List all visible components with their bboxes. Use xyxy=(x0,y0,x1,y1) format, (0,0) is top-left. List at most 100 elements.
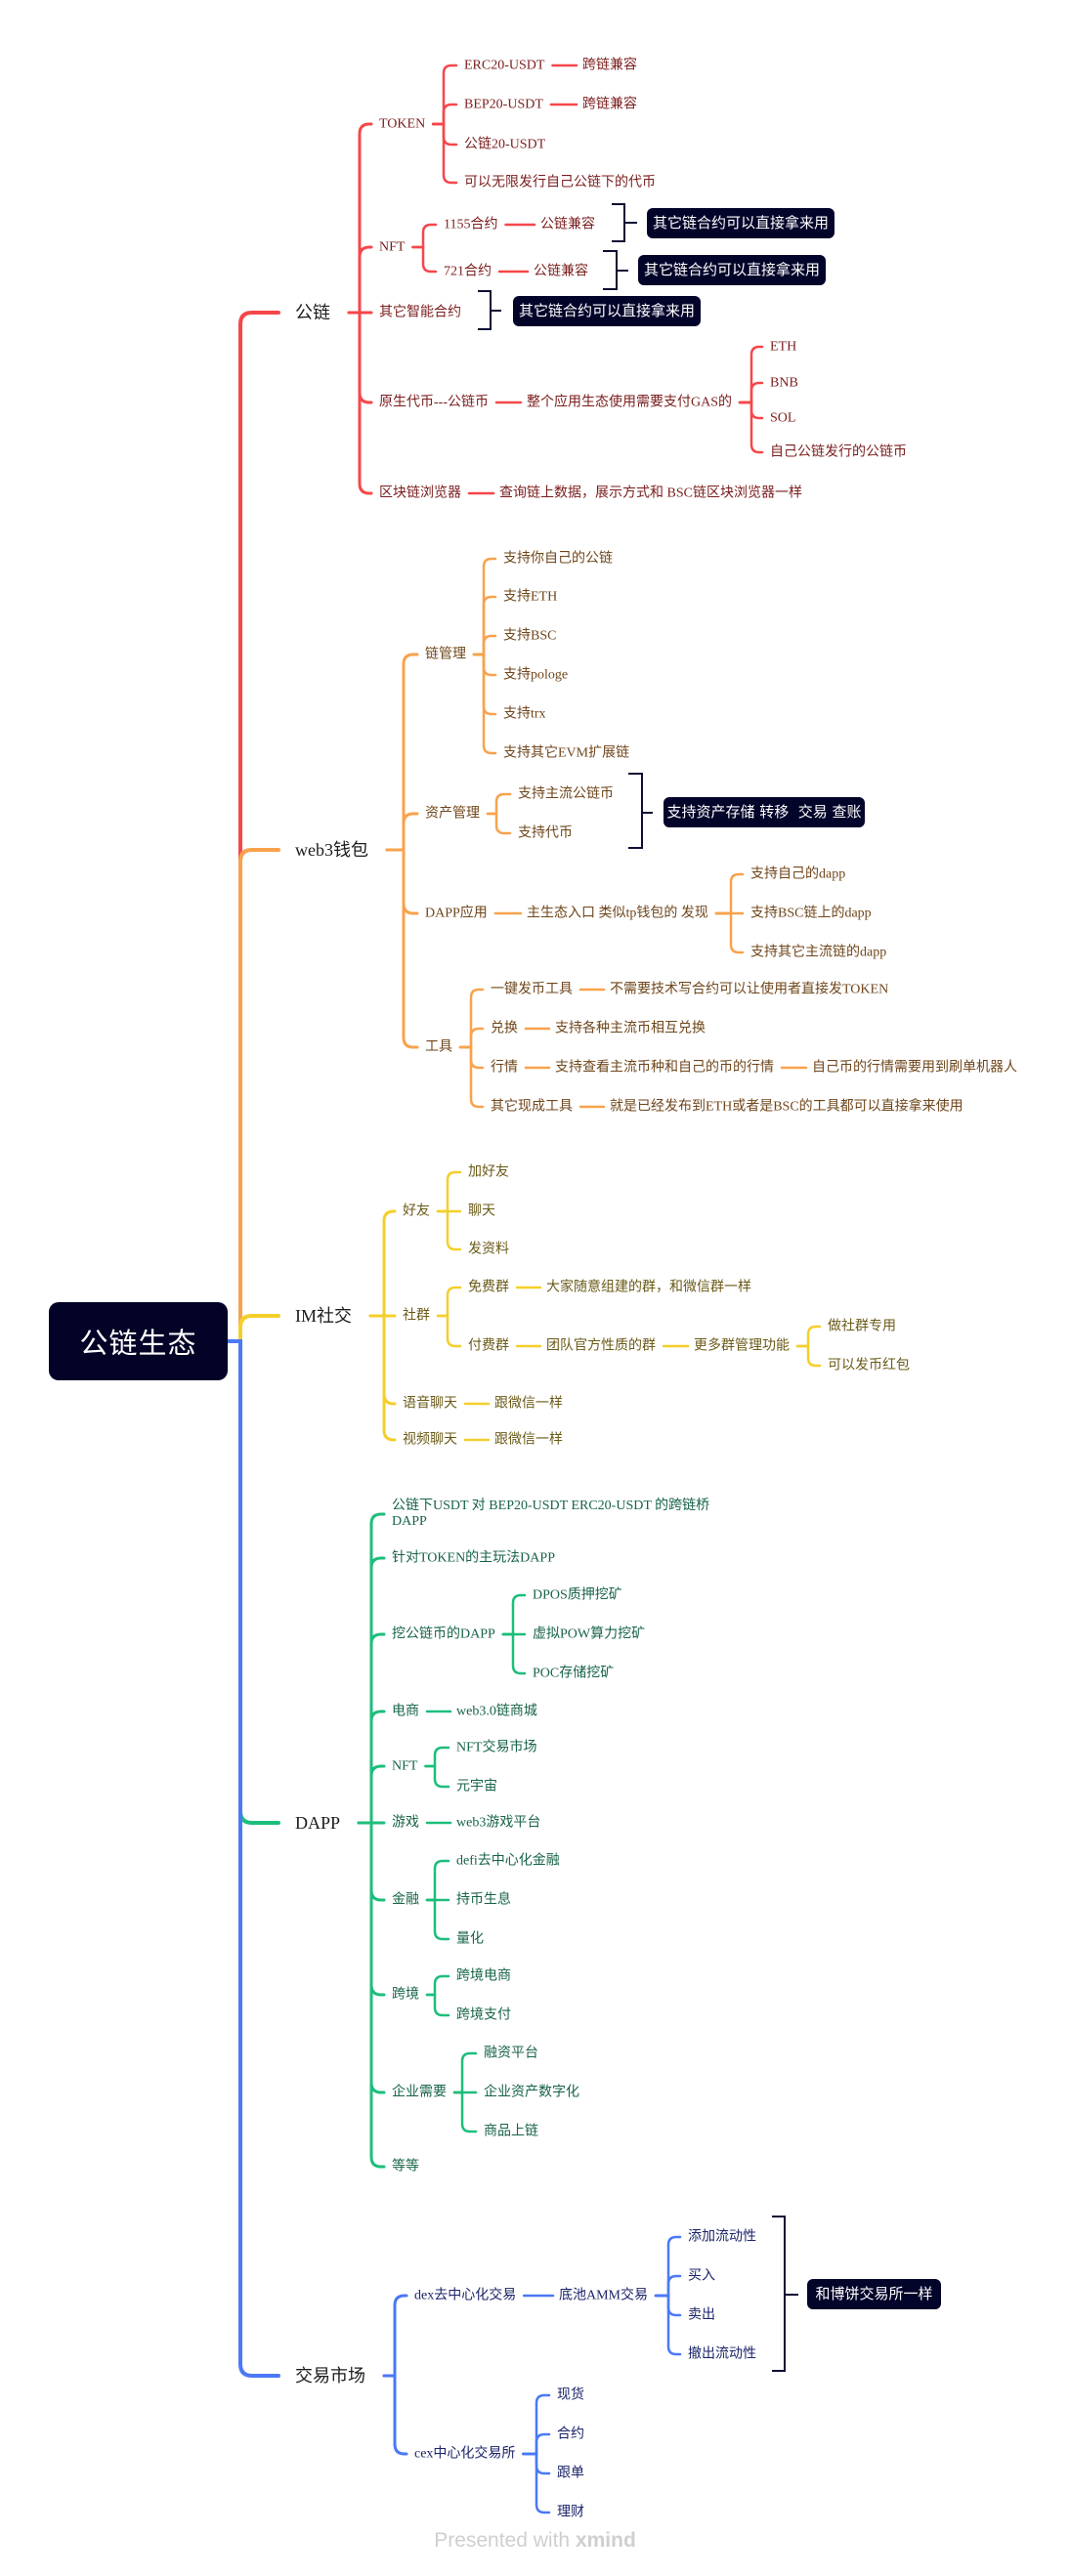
node-games: 游戏 xyxy=(392,1815,419,1831)
connector-line xyxy=(226,311,280,1343)
node-coin-red-packet: 可以发币红包 xyxy=(828,1358,910,1373)
connector-line xyxy=(425,1898,450,1941)
topic-dapp: DAPP xyxy=(295,1813,341,1833)
node-nft-marketplace: NFT交易市场 xyxy=(456,1740,537,1755)
node-cex: cex中心化交易所 xyxy=(414,2446,516,2462)
node-enterprise-needs: 企业需要 xyxy=(392,2085,447,2100)
connector-line xyxy=(357,1556,386,1825)
node-pow-mining: 虚拟POW算力挖矿 xyxy=(533,1626,646,1642)
bracket-asset-management xyxy=(628,773,653,849)
connector-line xyxy=(436,1170,462,1213)
connector-line xyxy=(436,1209,462,1251)
connector-line xyxy=(425,1993,450,2017)
note-cross-chain-compatible: 跨链兼容 xyxy=(582,58,637,73)
node-support-other-dapp: 支持其它主流链的dapp xyxy=(750,945,887,960)
connector-line xyxy=(501,1632,527,1675)
connector-line xyxy=(226,848,280,1343)
node-tools: 工具 xyxy=(425,1039,452,1055)
connector-line xyxy=(226,1339,280,1825)
connector-line xyxy=(347,311,373,495)
connector-line xyxy=(431,103,458,126)
connector-line xyxy=(357,1710,386,1825)
bracket-721-contract xyxy=(603,250,628,290)
connector-line xyxy=(452,2051,478,2094)
xmind-watermark: Presented with xmind xyxy=(0,2529,1070,2553)
callout-reuse-other-chain-contracts: 其它链合约可以直接拿来用 xyxy=(513,296,701,326)
node-community: 社群 xyxy=(403,1308,430,1324)
node-metaverse: 元宇宙 xyxy=(456,1779,497,1795)
node-support-eth: 支持ETH xyxy=(503,589,558,605)
node-send-files: 发资料 xyxy=(468,1242,509,1257)
node-wealth-management: 理财 xyxy=(557,2505,584,2520)
note-cross-chain-compatible: 跨链兼容 xyxy=(582,97,637,112)
node-mining-dapp: 挖公链币的DAPP xyxy=(392,1626,495,1642)
node-native-coin: 原生代币---公链币 xyxy=(379,395,489,410)
node-support-trx: 支持trx xyxy=(503,706,546,722)
connector-line xyxy=(385,848,419,1049)
connector-line xyxy=(382,2374,408,2456)
node-block-explorer: 区块链浏览器 xyxy=(379,486,461,501)
topic-web3-wallet: web3钱包 xyxy=(295,840,368,860)
callout-asset-features: 支持资产存储 转移 交易 查账 xyxy=(663,797,865,827)
bracket-smart-contracts xyxy=(478,290,501,330)
node-dapp-nft: NFT xyxy=(392,1758,418,1774)
topic-exchange: 交易市场 xyxy=(295,2366,365,2386)
node-support-own-chain: 支持你自己的公链 xyxy=(503,551,613,567)
node-dpos-mining: DPOS质押挖矿 xyxy=(533,1587,622,1603)
connector-line xyxy=(368,1209,397,1318)
node-other-tools: 其它现成工具 xyxy=(491,1099,573,1115)
watermark-prefix: Presented with xyxy=(434,2529,571,2552)
connector-line xyxy=(411,245,438,274)
node-swap: 兑换 xyxy=(491,1021,518,1036)
node-asset-management: 资产管理 xyxy=(425,806,480,822)
node-add-friend: 加好友 xyxy=(468,1164,509,1180)
note-ecommerce: web3.0链商城 xyxy=(456,1704,537,1719)
node-dapp-app: DAPP应用 xyxy=(425,906,488,921)
node-other-smart-contracts: 其它智能合约 xyxy=(379,305,461,320)
note-chain-compatible: 公链兼容 xyxy=(540,217,595,232)
connector-line xyxy=(357,1821,386,2169)
node-add-liquidity: 添加流动性 xyxy=(688,2229,756,2245)
connector-line xyxy=(226,1314,280,1343)
connector-line xyxy=(472,634,497,656)
node-ecommerce: 电商 xyxy=(392,1704,419,1719)
connector-line xyxy=(522,2432,551,2456)
connector-line xyxy=(431,63,458,126)
connector-line xyxy=(472,653,497,755)
node-paid-group: 付费群 xyxy=(468,1338,509,1354)
node-support-evm-chains: 支持其它EVM扩展链 xyxy=(503,745,630,761)
xmind-logo-text: xmind xyxy=(575,2529,636,2552)
detail-group-management: 更多群管理功能 xyxy=(694,1338,790,1354)
connector-line xyxy=(486,792,512,816)
connector-line xyxy=(357,1764,386,1825)
node-erc20-usdt: ERC20-USDT xyxy=(464,58,545,73)
connector-line xyxy=(654,2235,682,2298)
node-support-pologe: 支持pologe xyxy=(503,667,569,683)
connector-line xyxy=(795,1325,822,1348)
node-chain-management: 链管理 xyxy=(425,647,466,662)
node-support-bsc-dapp: 支持BSC链上的dapp xyxy=(750,906,872,921)
connector-line xyxy=(424,1746,450,1768)
connector-line xyxy=(458,1045,485,1109)
callout-reuse-other-chain-contracts: 其它链合约可以直接拿来用 xyxy=(638,255,826,285)
node-nft: NFT xyxy=(379,239,406,255)
node-community-only: 做社群专用 xyxy=(828,1319,896,1334)
node-support-mainstream-coins: 支持主流公链币 xyxy=(518,786,614,802)
note-paid-group: 团队官方性质的群 xyxy=(546,1338,656,1354)
node-support-tokens: 支持代币 xyxy=(518,825,573,841)
node-copy-trading: 跟单 xyxy=(557,2466,584,2481)
node-video-chat: 视频聊天 xyxy=(403,1432,457,1448)
node-goods-on-chain: 商品上链 xyxy=(484,2124,538,2139)
note-games: web3游戏平台 xyxy=(456,1815,541,1831)
node-market-quotes: 行情 xyxy=(491,1060,518,1076)
node-staking-interest: 持币生息 xyxy=(456,1892,511,1908)
node-finance: 金融 xyxy=(392,1892,419,1908)
connector-line xyxy=(347,245,373,315)
connector-line xyxy=(795,1344,822,1368)
node-cross-border-ecommerce: 跨境电商 xyxy=(456,1968,511,1984)
node-cross-border-payment: 跨境支付 xyxy=(456,2007,511,2023)
connector-line xyxy=(472,595,497,656)
connector-line xyxy=(425,1974,450,1997)
node-sell: 卖出 xyxy=(688,2307,715,2323)
